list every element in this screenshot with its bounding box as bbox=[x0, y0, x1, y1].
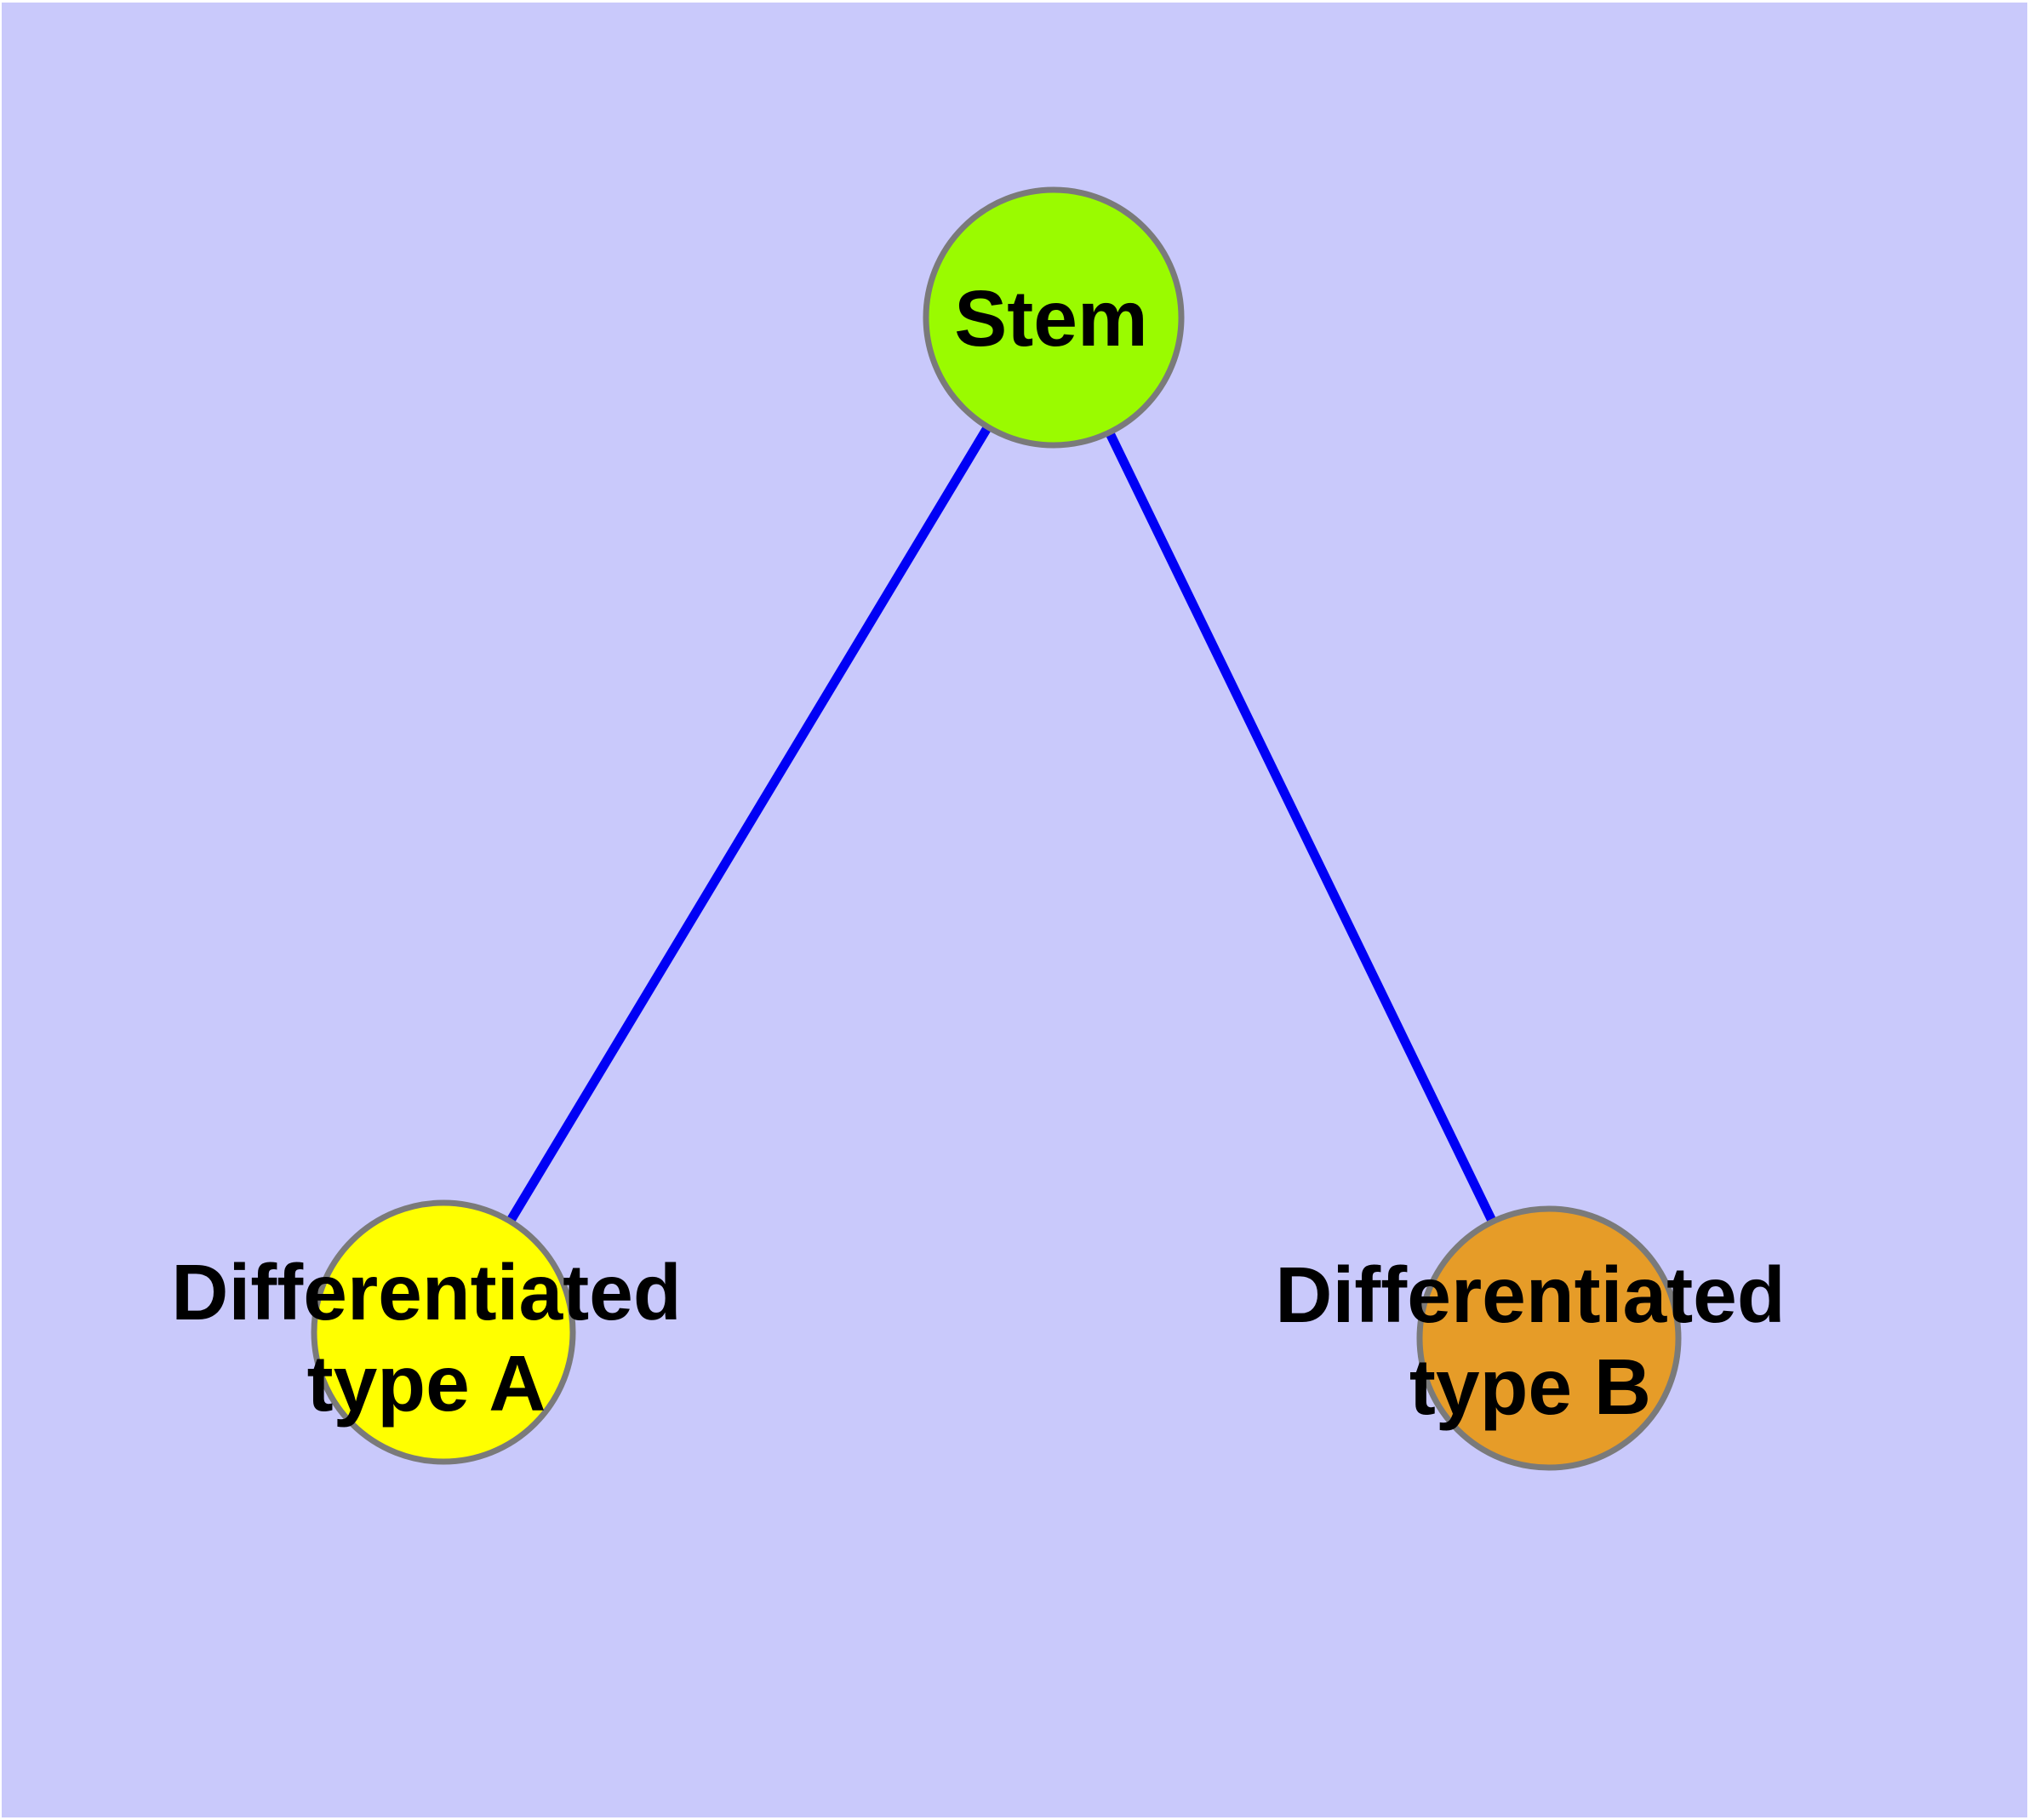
stem-node-circle bbox=[923, 186, 1185, 449]
type-a-label-line2: type A bbox=[307, 1339, 546, 1428]
type-b-node-label: Differentiated type B bbox=[1275, 1251, 1785, 1431]
type-a-node-circle bbox=[311, 1199, 576, 1465]
type-a-label-line1: Differentiated bbox=[171, 1248, 681, 1336]
stem-node-label: Stem bbox=[954, 274, 1147, 363]
type-a-node-label: Differentiated type A bbox=[171, 1248, 681, 1428]
type-b-node-circle bbox=[1416, 1205, 1682, 1471]
edge-stem-to-type-b bbox=[1049, 315, 1553, 1341]
edge-stem-to-type-a bbox=[439, 315, 1058, 1335]
type-b-label-line1: Differentiated bbox=[1275, 1251, 1785, 1339]
type-b-label-line2: type B bbox=[1409, 1342, 1651, 1431]
